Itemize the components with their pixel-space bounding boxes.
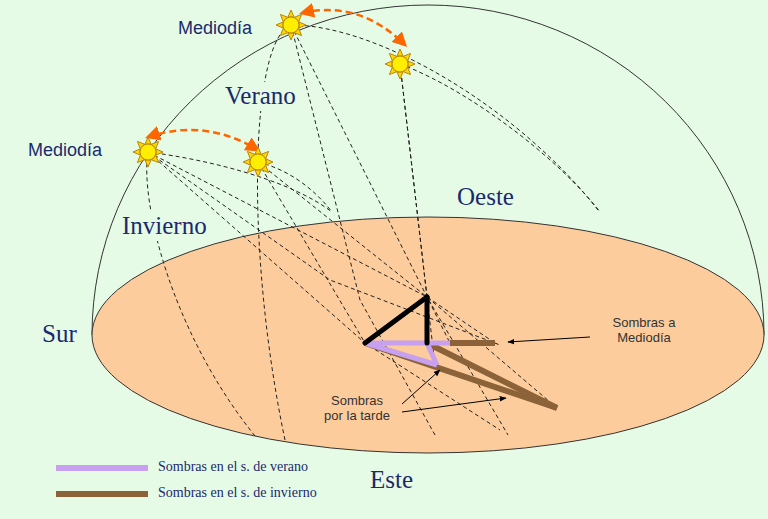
sun [243,147,273,177]
sun [133,137,163,167]
legend-text: Sombras en el s. de verano [156,459,310,475]
sun [276,10,306,40]
legend-swatch [56,491,148,497]
direction-label: Sur [40,320,79,349]
direction-label: Oeste [455,183,516,212]
callout-leader [402,337,590,412]
time-label: Mediodía [176,18,254,39]
season-label: Invierno [120,212,209,241]
motion-arrow [148,130,258,150]
season-label: Verano [223,82,298,111]
legend-item: Sombras en el s. de verano [56,459,416,477]
motion-arrow [302,10,405,45]
time-label: Mediodía [26,140,104,161]
sun [385,49,415,79]
legend-text: Sombras en el s. de invierno [156,485,319,501]
summer-shadows [365,343,450,365]
sun-paths [147,25,600,440]
callout-label: Sombras por la tarde [318,394,396,424]
legend-item: Sombras en el s. de invierno [56,485,416,503]
direction-label: Este [368,466,415,495]
ground-plane [92,217,764,453]
callout-label: Sombras a Mediodía [592,316,696,346]
legend-swatch [56,465,148,471]
gnomon [365,297,427,343]
